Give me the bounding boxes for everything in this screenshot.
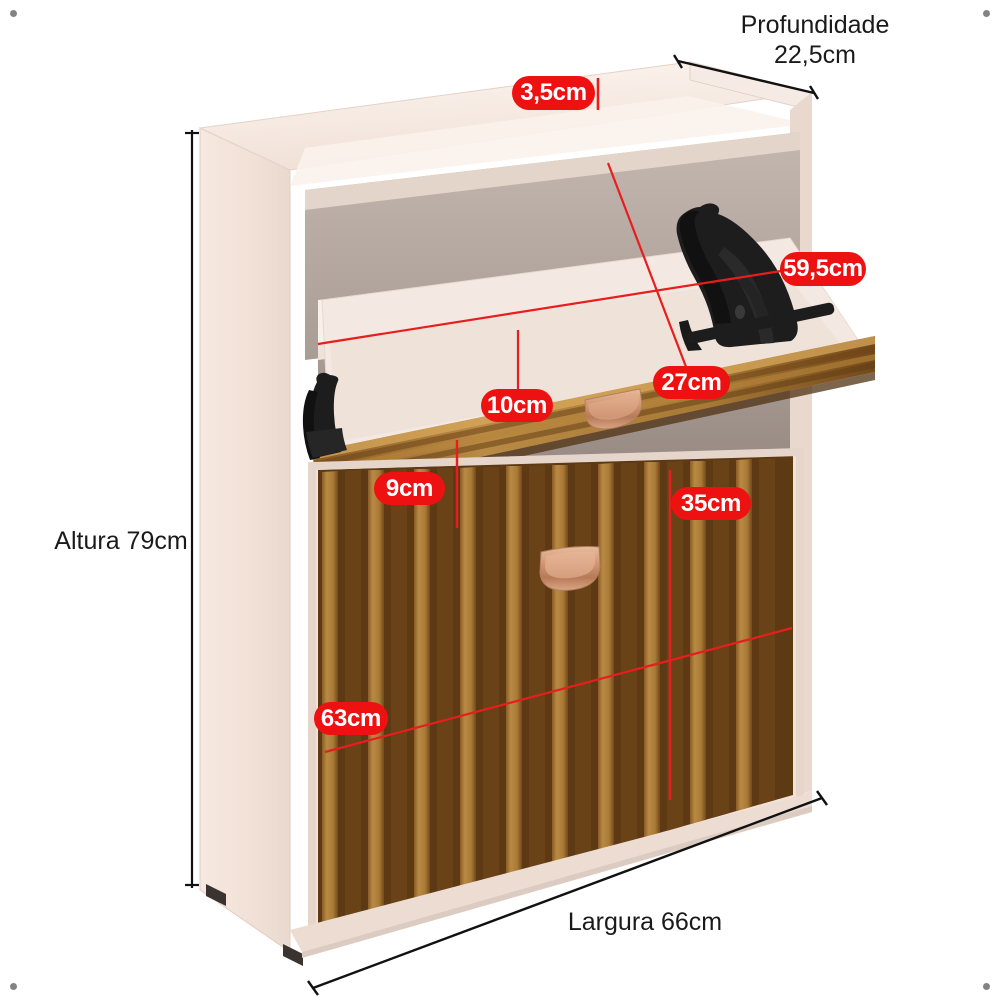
- leader-lower-door-width: [324, 626, 793, 754]
- leader-compartment-height: [606, 162, 690, 373]
- dimension-line-depth: [672, 54, 820, 100]
- corner-marker-dot: [10, 10, 17, 17]
- callout-badge-inner-width: 59,5cm: [780, 252, 866, 286]
- callout-badge-compartment-height: 27cm: [653, 366, 730, 399]
- shoe-right: [676, 203, 835, 351]
- corner-marker-dot: [983, 983, 990, 990]
- cabinet-bottom-shadow: [302, 806, 812, 958]
- leader-inner-width: [317, 266, 801, 346]
- callout-badge-gap: 9cm: [374, 472, 445, 505]
- cabinet-foot-front: [283, 944, 303, 966]
- cabinet-foot-left: [206, 884, 226, 906]
- corner-marker-dot: [10, 983, 17, 990]
- corner-marker-dot: [983, 10, 990, 17]
- cabinet-top-shelf-underside: [305, 132, 800, 210]
- dimension-label-depth-line1: Profundidade: [740, 11, 890, 39]
- callout-badge-shelf-depth: 10cm: [481, 389, 553, 422]
- dimension-line-height: [185, 130, 199, 888]
- shoe-left: [302, 372, 347, 460]
- cabinet-top-lip-inner: [290, 96, 806, 186]
- lower-door-handle[interactable]: [539, 546, 601, 591]
- dimension-label-width: Largura 66cm: [567, 908, 723, 936]
- callout-badge-lower-door-width: 63cm: [314, 702, 388, 735]
- cabinet-bottom-plinth: [290, 790, 812, 952]
- callout-badge-top-lip: 3,5cm: [512, 76, 595, 110]
- cabinet-left-side-panel: [199, 127, 291, 953]
- lower-door-slats: [318, 455, 793, 930]
- dimension-line-width: [307, 790, 828, 996]
- callout-badge-lower-door-height: 35cm: [671, 487, 751, 520]
- dimension-label-height: Altura 79cm: [54, 527, 188, 555]
- callout-leader-lines: [317, 78, 801, 800]
- tilt-drawer-handle[interactable]: [584, 388, 643, 430]
- dimension-label-depth: Profundidade 22,5cm: [700, 11, 930, 70]
- dimension-label-depth-line2: 22,5cm: [774, 40, 856, 69]
